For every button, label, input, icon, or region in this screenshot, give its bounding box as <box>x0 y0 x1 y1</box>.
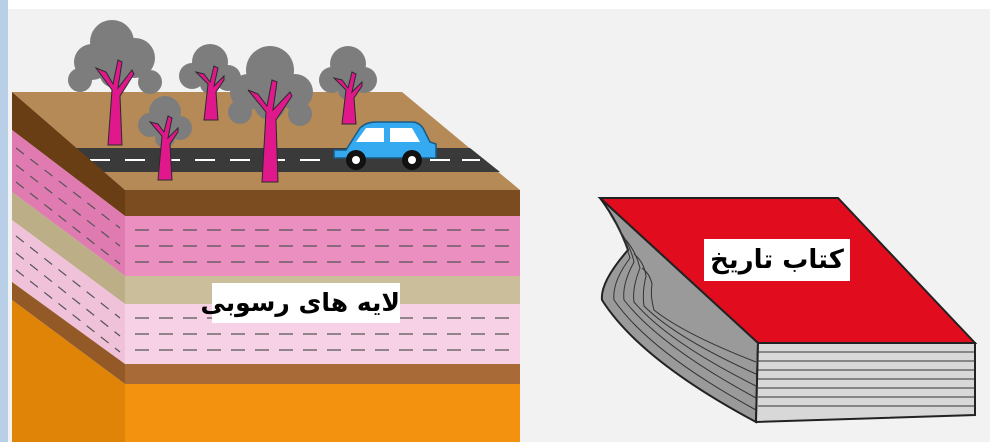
sediment-block <box>12 20 520 442</box>
layer-brown2-front <box>125 364 520 384</box>
layer-brown-front <box>125 190 520 216</box>
layer-orange-front <box>125 384 520 442</box>
history-book-label: کتاب تاریخ <box>704 239 850 281</box>
book-icon <box>600 198 975 422</box>
book-pages-bottom <box>756 343 975 422</box>
sediment-layers-label: لایه های رسوبی <box>212 283 400 323</box>
